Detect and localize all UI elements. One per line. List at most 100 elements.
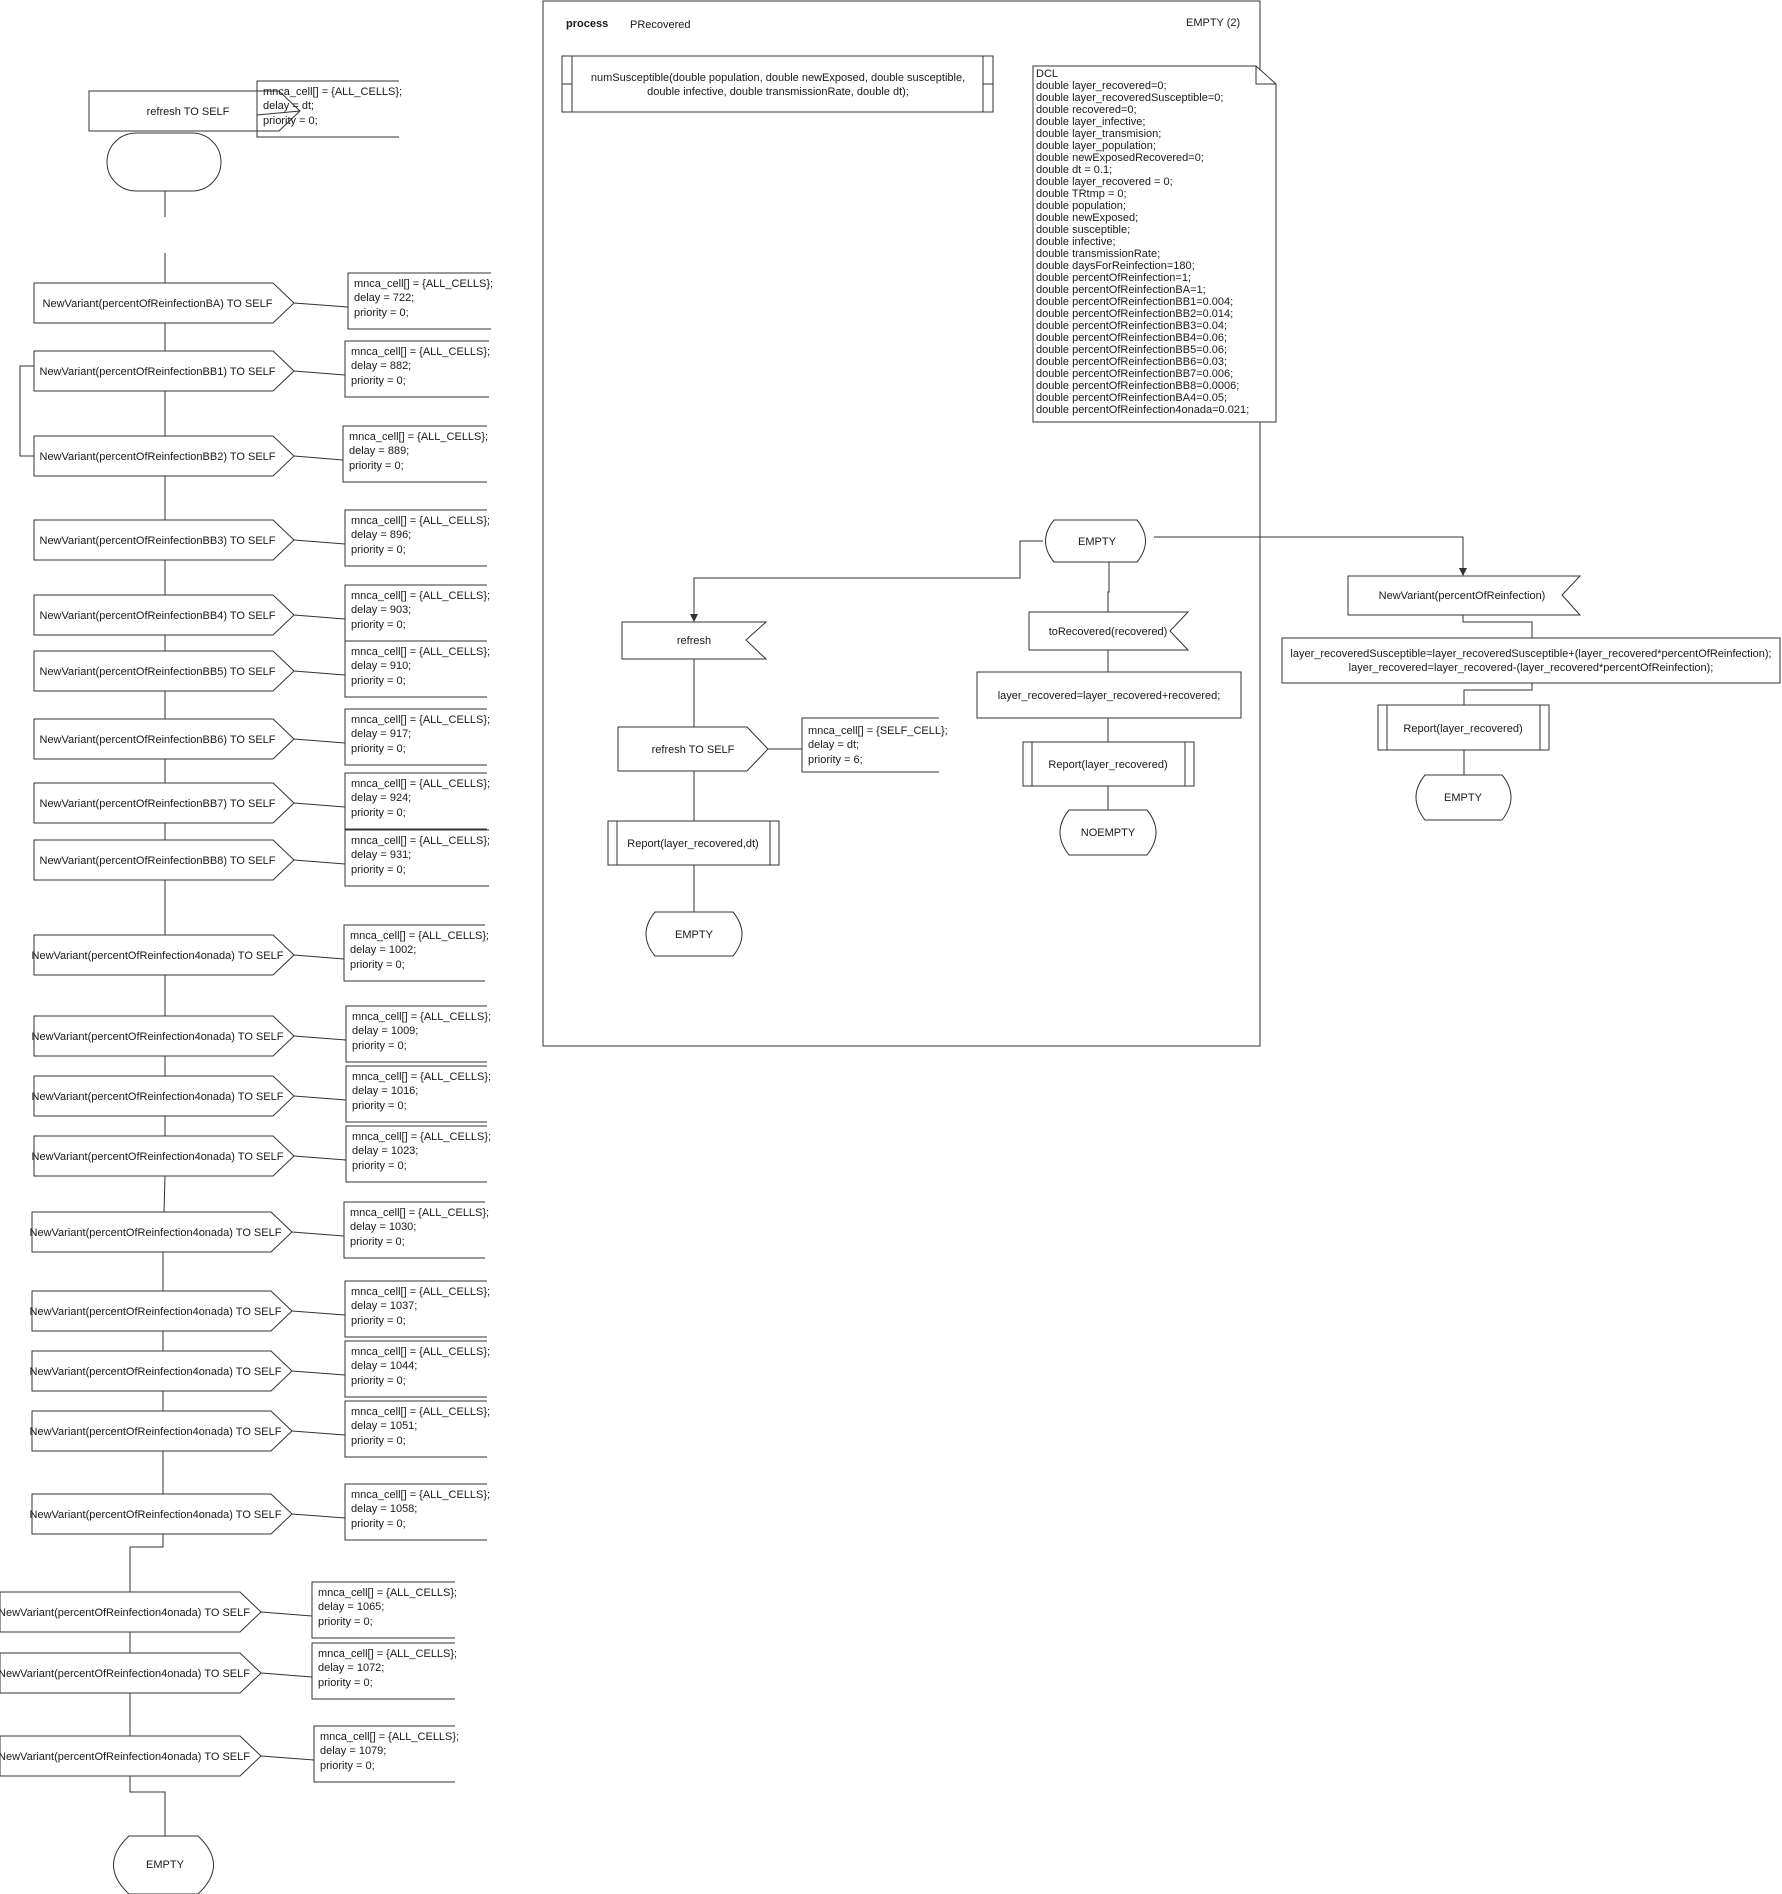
output-signal-14[interactable]: NewVariant(percentOfReinfection4onada) T… xyxy=(32,1135,295,1177)
output-signal-20[interactable]: NewVariant(percentOfReinfection4onada) T… xyxy=(0,1591,262,1633)
comment-refresh-delay: delay = dt; xyxy=(808,739,859,751)
dcl-line: double percentOfReinfectionBB1=0.004; xyxy=(1036,296,1233,308)
output-signal-13[interactable]: NewVariant(percentOfReinfection4onada) T… xyxy=(32,1075,295,1117)
output-signal-label: NewVariant(percentOfReinfectionBB6) TO S… xyxy=(40,734,276,746)
output-signal-comment: mnca_cell[] = {ALL_CELLS};delay = 1051;p… xyxy=(291,1400,490,1458)
dcl-line: double percentOfReinfection=1; xyxy=(1036,272,1191,284)
state-empty-refresh-end[interactable]: EMPTY xyxy=(645,911,743,957)
comment-delay: delay = 1002; xyxy=(350,944,416,956)
comment-delay: delay = 1037; xyxy=(351,1300,417,1312)
output-signal-5[interactable]: NewVariant(percentOfReinfectionBB3) TO S… xyxy=(33,519,295,561)
dcl-line: double percentOfReinfectionBB2=0.014; xyxy=(1036,308,1233,320)
output-signal-label: NewVariant(percentOfReinfection4onada) T… xyxy=(30,1306,282,1318)
comment-priority: priority = 0; xyxy=(351,743,406,755)
procedure-signature-line-2: double infective, double transmissionRat… xyxy=(647,86,909,98)
comment-priority: priority = 0; xyxy=(351,864,406,876)
task-add-recovered: layer_recovered=layer_recovered+recovere… xyxy=(976,671,1242,719)
state-noempty[interactable]: NOEMPTY xyxy=(1059,809,1157,856)
state-empty-variant-end[interactable]: EMPTY xyxy=(1415,774,1512,821)
output-signal-4[interactable]: NewVariant(percentOfReinfectionBB2) TO S… xyxy=(33,435,295,477)
comment-priority: priority = 0; xyxy=(351,619,406,631)
output-signal-comment: mnca_cell[] = {ALL_CELLS};delay = 1016;p… xyxy=(293,1065,491,1123)
comment-delay: delay = 924; xyxy=(351,792,411,804)
state-empty-final-label: EMPTY xyxy=(146,1859,185,1871)
output-signal-8[interactable]: NewVariant(percentOfReinfectionBB6) TO S… xyxy=(33,718,295,760)
comment-cell: mnca_cell[] = {ALL_CELLS}; xyxy=(318,1648,457,1660)
dcl-line: double dt = 0.1; xyxy=(1036,164,1112,176)
comment-delay: delay = 722; xyxy=(354,292,414,304)
connector-recovered-branch xyxy=(1107,562,1110,612)
comment-delay: delay = 1051; xyxy=(351,1420,417,1432)
output-signal-6[interactable]: NewVariant(percentOfReinfectionBB4) TO S… xyxy=(33,594,295,636)
dcl-line: double newExposed; xyxy=(1036,212,1138,224)
procedure-report-recovered-dt[interactable]: Report(layer_recovered,dt) xyxy=(607,820,780,866)
output-signal-21[interactable]: NewVariant(percentOfReinfection4onada) T… xyxy=(0,1652,262,1694)
output-signal-12[interactable]: NewVariant(percentOfReinfection4onada) T… xyxy=(32,1015,295,1057)
comment-priority: priority = 0; xyxy=(320,1760,375,1772)
dcl-line: double TRtmp = 0; xyxy=(1036,188,1127,200)
comment-cell: mnca_cell[] = {ALL_CELLS}; xyxy=(349,431,488,443)
output-signal-16[interactable]: NewVariant(percentOfReinfection4onada) T… xyxy=(30,1290,293,1332)
comment-priority: priority = 0; xyxy=(349,460,404,472)
dcl-line: double percentOfReinfectionBB8=0.0006; xyxy=(1036,380,1239,392)
output-signal-2[interactable]: NewVariant(percentOfReinfectionBA) TO SE… xyxy=(33,282,295,324)
output-signal-19[interactable]: NewVariant(percentOfReinfection4onada) T… xyxy=(30,1493,293,1535)
output-signal-comment: mnca_cell[] = {ALL_CELLS};delay = 722;pr… xyxy=(293,272,493,330)
output-signal-label: NewVariant(percentOfReinfection4onada) T… xyxy=(0,1668,250,1680)
output-signal-label: NewVariant(percentOfReinfection4onada) T… xyxy=(32,1031,284,1043)
procedure-report-recovered-variant[interactable]: Report(layer_recovered) xyxy=(1377,704,1550,751)
connector-variant-branch xyxy=(1154,536,1464,568)
output-signal-label: NewVariant(percentOfReinfection4onada) T… xyxy=(30,1227,282,1239)
comment-cell: mnca_cell[] = {ALL_CELLS}; xyxy=(351,515,490,527)
procedure-report-recovered[interactable]: Report(layer_recovered) xyxy=(1022,741,1195,787)
comment-cell: mnca_cell[] = {ALL_CELLS}; xyxy=(351,1346,490,1358)
comment-delay: delay = 1030; xyxy=(350,1221,416,1233)
comment-priority: priority = 0; xyxy=(352,1100,407,1112)
comment-cell: mnca_cell[] = {ALL_CELLS}; xyxy=(351,590,490,602)
comment-cell: mnca_cell[] = {ALL_CELLS}; xyxy=(351,646,490,658)
output-signal-comment: mnca_cell[] = {ALL_CELLS};delay = 1009;p… xyxy=(293,1005,491,1063)
output-signal-9[interactable]: NewVariant(percentOfReinfectionBB7) TO S… xyxy=(33,782,295,824)
output-signal-15[interactable]: NewVariant(percentOfReinfection4onada) T… xyxy=(30,1211,293,1253)
output-signal-18[interactable]: NewVariant(percentOfReinfection4onada) T… xyxy=(30,1410,293,1452)
output-signal-22[interactable]: NewVariant(percentOfReinfection4onada) T… xyxy=(0,1735,262,1777)
comment-cell: mnca_cell[] = {ALL_CELLS}; xyxy=(351,1286,490,1298)
output-signal-label: NewVariant(percentOfReinfectionBB5) TO S… xyxy=(40,666,276,678)
input-to-recovered[interactable]: toRecovered(recovered) xyxy=(1028,611,1190,651)
output-signal-label: NewVariant(percentOfReinfectionBB2) TO S… xyxy=(40,451,276,463)
dcl-line: double percentOfReinfectionBB7=0.006; xyxy=(1036,368,1233,380)
output-signal-7[interactable]: NewVariant(percentOfReinfectionBB5) TO S… xyxy=(33,650,295,692)
state-empty-final[interactable]: EMPTY xyxy=(113,1835,214,1894)
comment-refresh-self: mnca_cell[] = {SELF_CELL}; delay = dt; p… xyxy=(801,717,948,773)
comment-delay: delay = 1016; xyxy=(352,1085,418,1097)
dcl-line: double recovered=0; xyxy=(1036,104,1137,116)
output-signal-1[interactable]: refresh TO SELF xyxy=(88,90,301,132)
dcl-line: double percentOfReinfection4onada=0.021; xyxy=(1036,404,1249,416)
output-signal-10[interactable]: NewVariant(percentOfReinfectionBB8) TO S… xyxy=(33,839,295,881)
comment-cell: mnca_cell[] = {ALL_CELLS}; xyxy=(351,346,490,358)
input-new-variant[interactable]: NewVariant(percentOfReinfection) xyxy=(1347,575,1582,616)
process-state-label: EMPTY (2) xyxy=(1186,17,1240,29)
output-signal-3[interactable]: NewVariant(percentOfReinfectionBB1) TO S… xyxy=(33,350,295,392)
output-signal-11[interactable]: NewVariant(percentOfReinfection4onada) T… xyxy=(32,934,295,976)
comment-priority: priority = 0; xyxy=(351,1375,406,1387)
output-signal-comment: mnca_cell[] = {ALL_CELLS};delay = 1044;p… xyxy=(291,1340,490,1398)
output-signal-label: NewVariant(percentOfReinfectionBB4) TO S… xyxy=(40,610,276,622)
dcl-line: double percentOfReinfectionBB3=0.04; xyxy=(1036,320,1227,332)
comment-delay: delay = 1058; xyxy=(351,1503,417,1515)
comment-priority: priority = 0; xyxy=(351,1435,406,1447)
dcl-line: double layer_recovered = 0; xyxy=(1036,176,1173,188)
dcl-line: double percentOfReinfectionBB6=0.03; xyxy=(1036,356,1227,368)
output-signal-label: NewVariant(percentOfReinfection4onada) T… xyxy=(32,1091,284,1103)
comment-priority: priority = 0; xyxy=(351,675,406,687)
comment-priority: priority = 0; xyxy=(350,959,405,971)
comment-delay: delay = 1065; xyxy=(318,1601,384,1613)
comment-cell: mnca_cell[] = {ALL_CELLS}; xyxy=(351,778,490,790)
input-refresh[interactable]: refresh xyxy=(621,621,768,660)
output-signal-label: NewVariant(percentOfReinfection4onada) T… xyxy=(30,1509,282,1521)
comment-priority: priority = 0; xyxy=(318,1616,373,1628)
output-signal-17[interactable]: NewVariant(percentOfReinfection4onada) T… xyxy=(30,1350,293,1392)
output-refresh-self[interactable]: refresh TO SELF xyxy=(617,726,769,772)
empty-state[interactable]: EMPTY xyxy=(1045,519,1146,563)
